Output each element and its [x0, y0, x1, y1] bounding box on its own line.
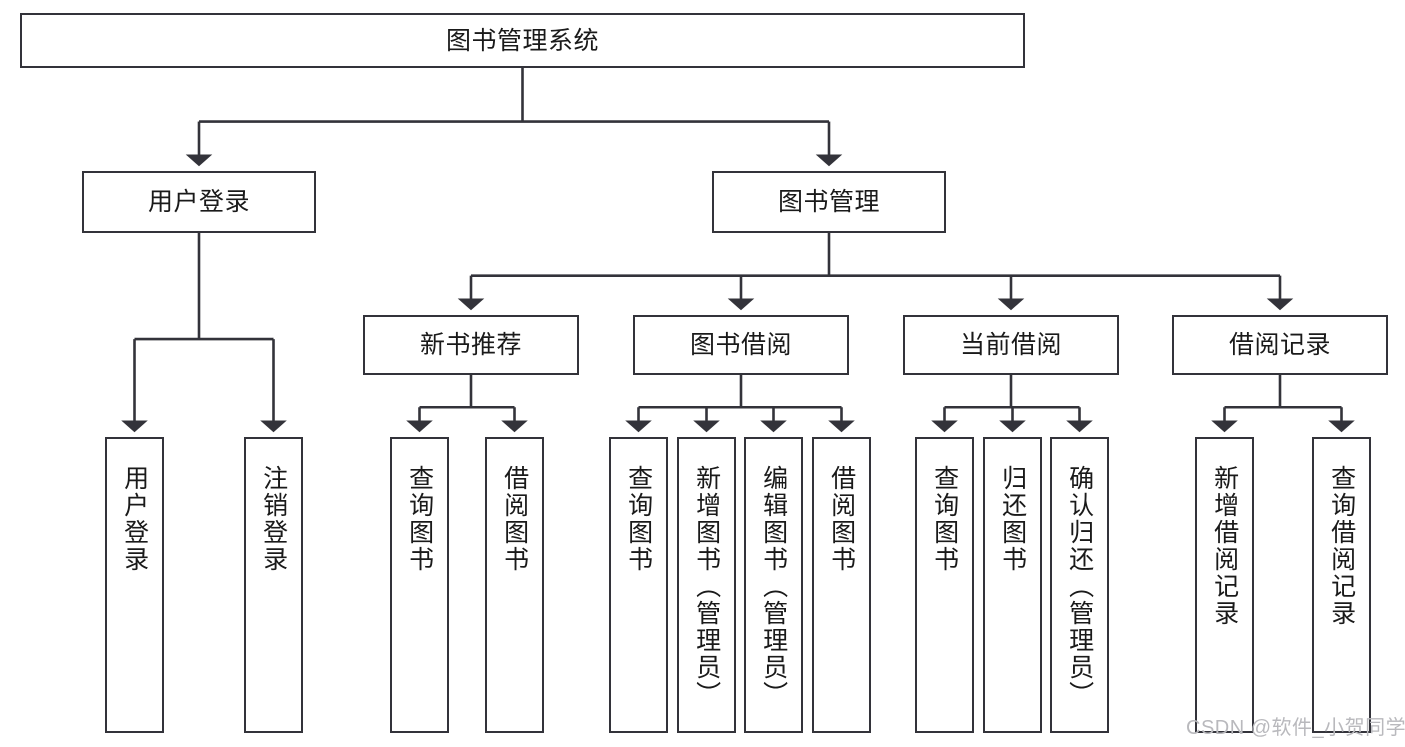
edge-trunk-book-borrow — [638, 375, 842, 409]
edge-trunk-current-borrow — [944, 375, 1080, 409]
node-label: 图书管理系统 — [445, 26, 599, 55]
node-label: 归还图书 — [998, 465, 1027, 573]
node-label: 注销登录 — [259, 465, 288, 573]
watermark: CSDN @软件_小贺同学 — [1186, 717, 1405, 739]
node-label: 借阅记录 — [1228, 331, 1331, 359]
node-label: 新书推荐 — [419, 331, 522, 359]
edge-trunk-book-manage — [471, 233, 1280, 277]
node-label: 用户登录 — [147, 188, 250, 216]
node-leaf-query-book-borrow[interactable]: 查询图书 — [609, 437, 668, 733]
node-label: 借阅图书 — [827, 465, 856, 573]
node-label: 用户登录 — [120, 465, 149, 573]
node-label: 查询图书 — [405, 465, 434, 573]
node-label: 图书管理 — [777, 188, 880, 216]
node-label: 查询图书 — [930, 465, 959, 573]
node-label: 当前借阅 — [959, 331, 1062, 359]
edge-trunk-user-login — [134, 233, 274, 341]
node-leaf-return-book[interactable]: 归还图书 — [983, 437, 1042, 733]
node-label: 借阅图书 — [500, 465, 529, 573]
node-new-book-rec[interactable]: 新书推荐 — [363, 315, 579, 375]
node-current-borrow[interactable]: 当前借阅 — [903, 315, 1119, 375]
node-label: 新增借阅记录 — [1210, 465, 1239, 627]
node-leaf-add-book[interactable]: 新增图书（管理员） — [677, 437, 736, 733]
edge-trunk-new-book-rec — [419, 375, 515, 409]
node-label: 查询借阅记录 — [1327, 465, 1356, 627]
node-user-login[interactable]: 用户登录 — [82, 171, 316, 233]
node-label: 查询图书 — [624, 465, 653, 573]
node-leaf-query-book-current[interactable]: 查询图书 — [915, 437, 974, 733]
node-label: 确认归还（管理员） — [1065, 465, 1094, 708]
node-borrow-record[interactable]: 借阅记录 — [1172, 315, 1388, 375]
node-leaf-edit-book[interactable]: 编辑图书（管理员） — [744, 437, 803, 733]
node-leaf-logout-login[interactable]: 注销登录 — [244, 437, 303, 733]
edge-trunk-borrow-record — [1224, 375, 1342, 409]
node-book-manage[interactable]: 图书管理 — [712, 171, 946, 233]
node-leaf-borrow-book[interactable]: 借阅图书 — [812, 437, 871, 733]
node-leaf-confirm-return[interactable]: 确认归还（管理员） — [1050, 437, 1109, 733]
node-leaf-query-record[interactable]: 查询借阅记录 — [1312, 437, 1371, 733]
node-leaf-borrow-book-rec[interactable]: 借阅图书 — [485, 437, 544, 733]
node-label: 图书借阅 — [689, 331, 792, 359]
node-leaf-user-login[interactable]: 用户登录 — [105, 437, 164, 733]
node-leaf-add-record[interactable]: 新增借阅记录 — [1195, 437, 1254, 733]
node-label: 新增图书（管理员） — [692, 465, 721, 708]
edge-trunk-root — [199, 68, 829, 123]
node-book-borrow[interactable]: 图书借阅 — [633, 315, 849, 375]
node-root[interactable]: 图书管理系统 — [20, 13, 1025, 68]
node-label: 编辑图书（管理员） — [759, 465, 788, 708]
node-leaf-query-book-rec[interactable]: 查询图书 — [390, 437, 449, 733]
